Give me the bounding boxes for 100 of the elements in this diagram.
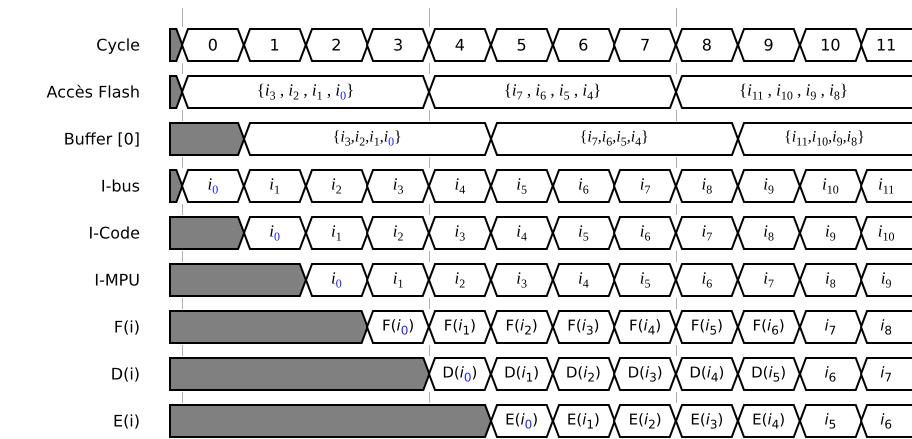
timing-cell xyxy=(614,216,676,250)
undefined-state-bar xyxy=(170,263,306,297)
timing-cell xyxy=(552,357,614,391)
cycle-number: 2 xyxy=(331,36,342,54)
signal-value: i$_{5}$ xyxy=(640,268,650,292)
timing-cell xyxy=(738,263,800,297)
timing-cell xyxy=(676,169,738,203)
signal-value: E(i$_{2}$) xyxy=(628,410,662,432)
signal-value: i$_{3}$ xyxy=(516,268,527,292)
timing-cell xyxy=(490,357,552,391)
timing-cell xyxy=(490,263,552,297)
signal-value: i$_{5}$ xyxy=(578,221,589,245)
timing-cell xyxy=(367,28,429,62)
timing-cell xyxy=(490,169,552,203)
timing-cell xyxy=(552,28,614,62)
timing-cell xyxy=(676,310,738,344)
signal-value: i$_{3}$ xyxy=(454,221,466,245)
signal-value: F(i$_{5}$) xyxy=(690,316,723,338)
signal-value: i$_{9}$ xyxy=(825,221,836,245)
timing-cell xyxy=(244,122,491,156)
timing-cell xyxy=(861,216,911,250)
timing-cell xyxy=(367,216,429,250)
timing-cell xyxy=(367,169,429,203)
signal-value: {i$_{11}$,i$_{10}$,i$_{9}$,i$_{8}$} xyxy=(784,128,865,150)
signal-value: {i$_{11}$ , i$_{10}$ , i$_{9}$ , i$_{8}$} xyxy=(738,80,848,104)
signal-value: E(i$_{1}$) xyxy=(566,410,600,432)
timing-cell xyxy=(614,263,676,297)
signal-value: i$_{6}$ xyxy=(578,174,589,198)
timing-cell xyxy=(676,28,738,62)
cycle-number: 1 xyxy=(270,36,280,54)
timing-cell xyxy=(490,310,552,344)
cycle-number: 5 xyxy=(516,36,527,54)
signal-value: i$_{10}$ xyxy=(878,221,894,245)
timing-cell xyxy=(182,75,429,109)
timing-cell xyxy=(244,28,306,62)
timing-cell xyxy=(800,357,862,391)
signal-value: F(i$_{3}$) xyxy=(567,316,600,338)
signal-value: i$_{0}$ xyxy=(269,221,280,245)
signal-value: i$_{0}$ xyxy=(208,174,218,198)
timing-cell xyxy=(244,216,306,250)
signal-value: i$_{6}$ xyxy=(702,268,712,292)
timing-cell xyxy=(552,263,614,297)
cycle-number: 3 xyxy=(393,36,404,54)
signal-value: F(i$_{4}$) xyxy=(629,316,662,338)
timing-cell xyxy=(738,28,800,62)
signal-value: E(i$_{0}$) xyxy=(505,410,538,432)
timing-cell xyxy=(738,169,800,203)
timing-cell xyxy=(306,263,368,297)
signal-value: {i$_{7}$,i$_{6}$,i$_{5}$,i$_{4}$} xyxy=(580,128,649,150)
timing-cell xyxy=(676,216,738,250)
timing-cell xyxy=(614,404,676,438)
signal-value: i$_{4}$ xyxy=(578,268,589,292)
signal-value: D(i$_{5}$) xyxy=(751,364,786,384)
row-label: Accès Flash xyxy=(46,82,140,102)
signal-value: F(i$_{0}$) xyxy=(382,316,414,338)
signal-value: F(i$_{1}$) xyxy=(444,316,476,338)
signal-value: i$_{1}$ xyxy=(331,221,342,245)
timing-cell xyxy=(429,169,491,203)
signal-value: i$_{7}$ xyxy=(702,221,712,245)
undefined-state-bar xyxy=(170,357,429,391)
signal-value: i$_{6}$ xyxy=(824,364,836,384)
timing-cell xyxy=(552,404,614,438)
signal-value: D(i$_{4}$) xyxy=(689,364,724,384)
timing-cell xyxy=(490,404,552,438)
timing-cell xyxy=(676,75,911,109)
timing-cell xyxy=(490,28,552,62)
row-label: I-Code xyxy=(88,224,140,242)
timing-cell xyxy=(861,357,911,391)
row-label: I-bus xyxy=(100,176,140,196)
timing-cell xyxy=(552,169,614,203)
timing-cell xyxy=(182,28,244,62)
timing-cell xyxy=(182,169,244,203)
timing-cell xyxy=(738,122,911,156)
row-label: D(i) xyxy=(110,364,140,384)
timing-cell xyxy=(861,169,911,203)
signal-value: i$_{3}$ xyxy=(392,174,404,198)
timing-cell xyxy=(429,310,491,344)
signal-value: i$_{5}$ xyxy=(516,174,527,198)
timing-cell xyxy=(861,404,911,438)
timing-cell xyxy=(614,28,676,62)
timing-cell xyxy=(800,404,862,438)
cycle-number: 0 xyxy=(208,36,218,54)
cycle-number: 7 xyxy=(640,36,650,54)
signal-value: i$_{0}$ xyxy=(331,268,342,292)
timing-cell xyxy=(306,28,368,62)
timing-cell xyxy=(861,263,911,297)
timing-cell xyxy=(800,216,862,250)
signal-value: D(i$_{0}$) xyxy=(442,364,478,384)
timing-cell xyxy=(552,310,614,344)
timing-cell xyxy=(738,216,800,250)
undefined-state-bar xyxy=(170,310,368,344)
timing-cell xyxy=(429,28,491,62)
timing-cell xyxy=(800,28,862,62)
signal-value: i$_{8}$ xyxy=(880,316,892,338)
signal-value: F(i$_{6}$) xyxy=(752,316,785,338)
timing-cell xyxy=(676,263,738,297)
signal-value: i$_{1}$ xyxy=(392,268,404,292)
timing-cell xyxy=(429,75,676,109)
timing-cell xyxy=(429,357,491,391)
signal-value: i$_{8}$ xyxy=(825,268,836,292)
